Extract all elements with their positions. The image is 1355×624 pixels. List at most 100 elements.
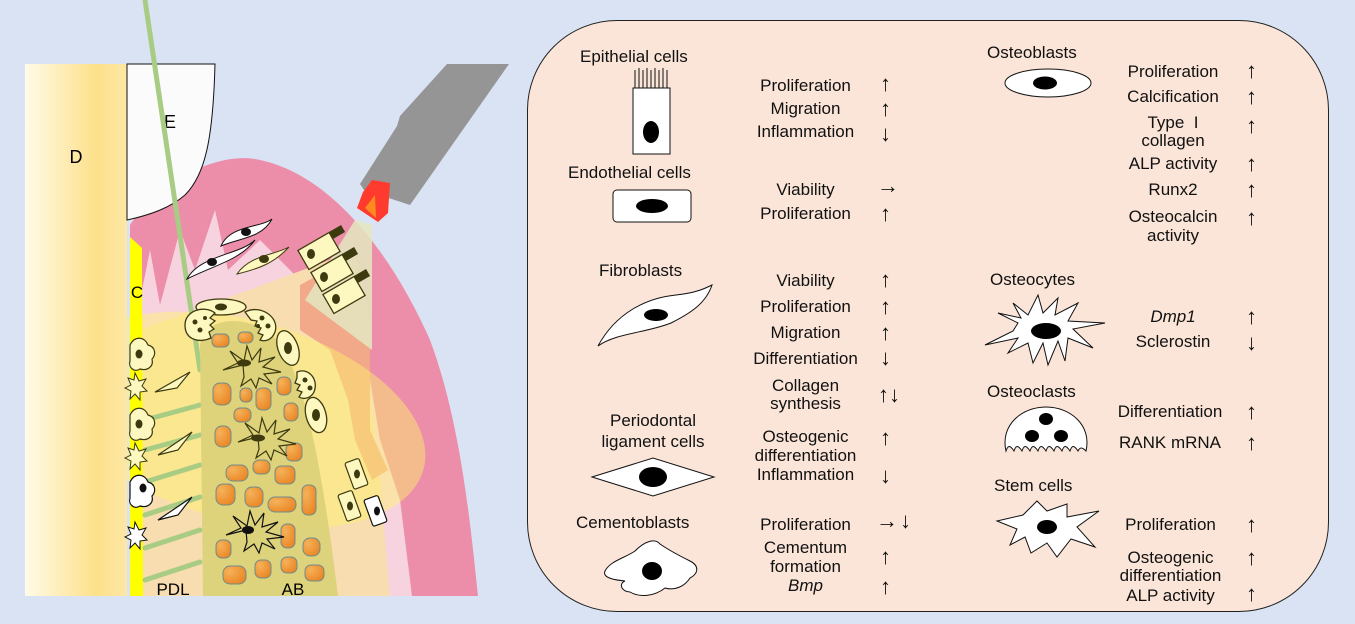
osteocyte-cell-icon	[984, 293, 1106, 367]
epithelial-cell-icon	[632, 68, 671, 155]
effect-label: Runx2	[1148, 180, 1198, 199]
effect-label: Inflammation	[756, 122, 855, 141]
osteoblast-cell-icon	[1004, 68, 1092, 98]
effect-label: Migration	[770, 99, 841, 118]
epithelial-cells	[297, 231, 366, 315]
arrow-right-icon: →	[877, 173, 899, 198]
pdl-label: PDL	[156, 580, 189, 599]
effect-label: differentiation	[754, 446, 857, 465]
stem-cell-icon	[995, 500, 1100, 558]
arrow-up-icon: ↑	[880, 294, 891, 319]
effect-label: Bmp	[788, 576, 823, 595]
effect-label: Dmp1	[1150, 307, 1196, 326]
effect-label: Sclerostin	[1135, 332, 1211, 351]
arrow-down-icon: ↓	[1246, 330, 1257, 355]
effect-label: Proliferation	[760, 76, 851, 95]
effect-label: Osteogenic	[1127, 548, 1214, 567]
alveolar-bone	[200, 321, 338, 596]
alveolar-bone-label: AB	[282, 580, 305, 599]
arrow-up-icon: ↑	[1246, 113, 1257, 138]
effect-label: Proliferation	[1127, 62, 1219, 81]
dentin	[25, 64, 127, 596]
arrow-down-icon: ↓	[880, 345, 891, 370]
pdl-cell-icon	[590, 457, 716, 497]
arrow-up-icon: ↑	[880, 574, 891, 599]
effect-label: Proliferation	[760, 297, 851, 316]
effect-label: RANK mRNA	[1118, 433, 1221, 452]
cell-name: Cementoblasts	[576, 513, 690, 532]
arrow-up-icon: ↑	[880, 96, 891, 121]
cell-name: Periodontal	[609, 411, 696, 430]
arrow-up-icon: ↑	[1246, 84, 1257, 109]
arrow-up-icon: ↑	[1246, 512, 1257, 537]
arrow-up-icon: ↑	[880, 320, 891, 345]
cementum-label: C	[131, 283, 143, 302]
arrow-up-icon: ↑	[880, 425, 891, 450]
endothelial-cell-icon	[612, 189, 692, 223]
cementoblast-cell-icon	[604, 540, 698, 596]
enamel	[126, 63, 216, 221]
arrow-up-icon: ↑	[1246, 545, 1257, 570]
laser-handpiece	[360, 64, 509, 205]
laser-emitter	[365, 195, 376, 218]
effect-label: activity	[1147, 226, 1199, 245]
effect-label: Osteogenic	[762, 427, 849, 446]
cell-name: Osteoclasts	[987, 382, 1076, 401]
arrow-right-down-icon: →↓	[876, 508, 913, 533]
arrow-up-icon: ↑	[880, 544, 891, 569]
pdl-fibroblasts	[154, 371, 193, 521]
effect-label: Viability	[776, 180, 835, 199]
effect-label: formation	[770, 557, 841, 576]
arrow-up-icon: ↑	[1246, 399, 1257, 424]
arrow-up-icon: ↑	[1246, 177, 1257, 202]
arrow-up-icon: ↑	[880, 201, 891, 226]
bone-cavities	[211, 331, 325, 585]
effect-label: Osteocalcin	[1128, 207, 1218, 226]
cell-name: Stem cells	[994, 476, 1073, 495]
fibroblast-cell-icon	[597, 284, 713, 347]
effect-label: collagen	[1141, 131, 1205, 150]
cell-name: Osteoblasts	[987, 43, 1077, 62]
effect-label: Proliferation	[760, 204, 851, 223]
effect-label: ALP activity	[1128, 154, 1218, 173]
cell-name: ligament cells	[601, 432, 705, 451]
effect-label: Differentiation	[753, 349, 858, 368]
arrow-up-down-icon: ↑↓	[878, 382, 900, 407]
effect-label: synthesis	[770, 394, 841, 413]
laser-device[interactable]	[357, 64, 509, 222]
effect-label: Calcification	[1127, 87, 1219, 106]
osteoclast-cell-icon	[1004, 406, 1088, 453]
arrow-up-icon: ↑	[1246, 205, 1257, 230]
periodontal-tissue-illustration: D E C	[25, 0, 509, 599]
arrow-up-icon: ↑	[1246, 58, 1257, 83]
arrow-up-icon: ↑	[880, 267, 891, 292]
bone-osteocytes	[222, 343, 297, 555]
effect-label: Inflammation	[756, 465, 855, 484]
enamel-label: E	[164, 112, 176, 132]
cell-name: Osteocytes	[990, 270, 1076, 289]
effect-label: Proliferation	[760, 515, 851, 534]
cell-name: Epithelial cells	[580, 47, 688, 66]
effect-label: Viability	[776, 271, 835, 290]
cell-name: Endothelial cells	[568, 163, 691, 182]
arrow-up-icon: ↑	[1246, 151, 1257, 176]
effect-label: Collagen	[771, 376, 840, 395]
arrow-up-icon: ↑	[1246, 304, 1257, 329]
effect-label: Migration	[770, 323, 841, 342]
effect-label: differentiation	[1119, 566, 1222, 585]
cell-effects-panel: Epithelial cells Proliferation ↑ Migrati…	[527, 20, 1329, 612]
cementocytes	[123, 371, 149, 551]
effect-label: Differentiation	[1117, 402, 1223, 421]
effect-label: Proliferation	[1125, 515, 1216, 534]
effect-label: ALP activity	[1126, 586, 1215, 605]
effect-label: Cementum	[763, 538, 848, 557]
arrow-up-icon: ↑	[880, 71, 891, 96]
bone-surface-cells	[184, 298, 328, 434]
dentin-label: D	[70, 147, 83, 167]
effect-label: Type I	[1147, 113, 1199, 132]
pdl-fibers	[142, 0, 203, 583]
arrow-up-icon: ↑	[1246, 430, 1257, 455]
cell-name: Fibroblasts	[599, 261, 683, 280]
arrow-up-icon: ↑	[1246, 581, 1257, 606]
arrow-down-icon: ↓	[880, 121, 891, 146]
